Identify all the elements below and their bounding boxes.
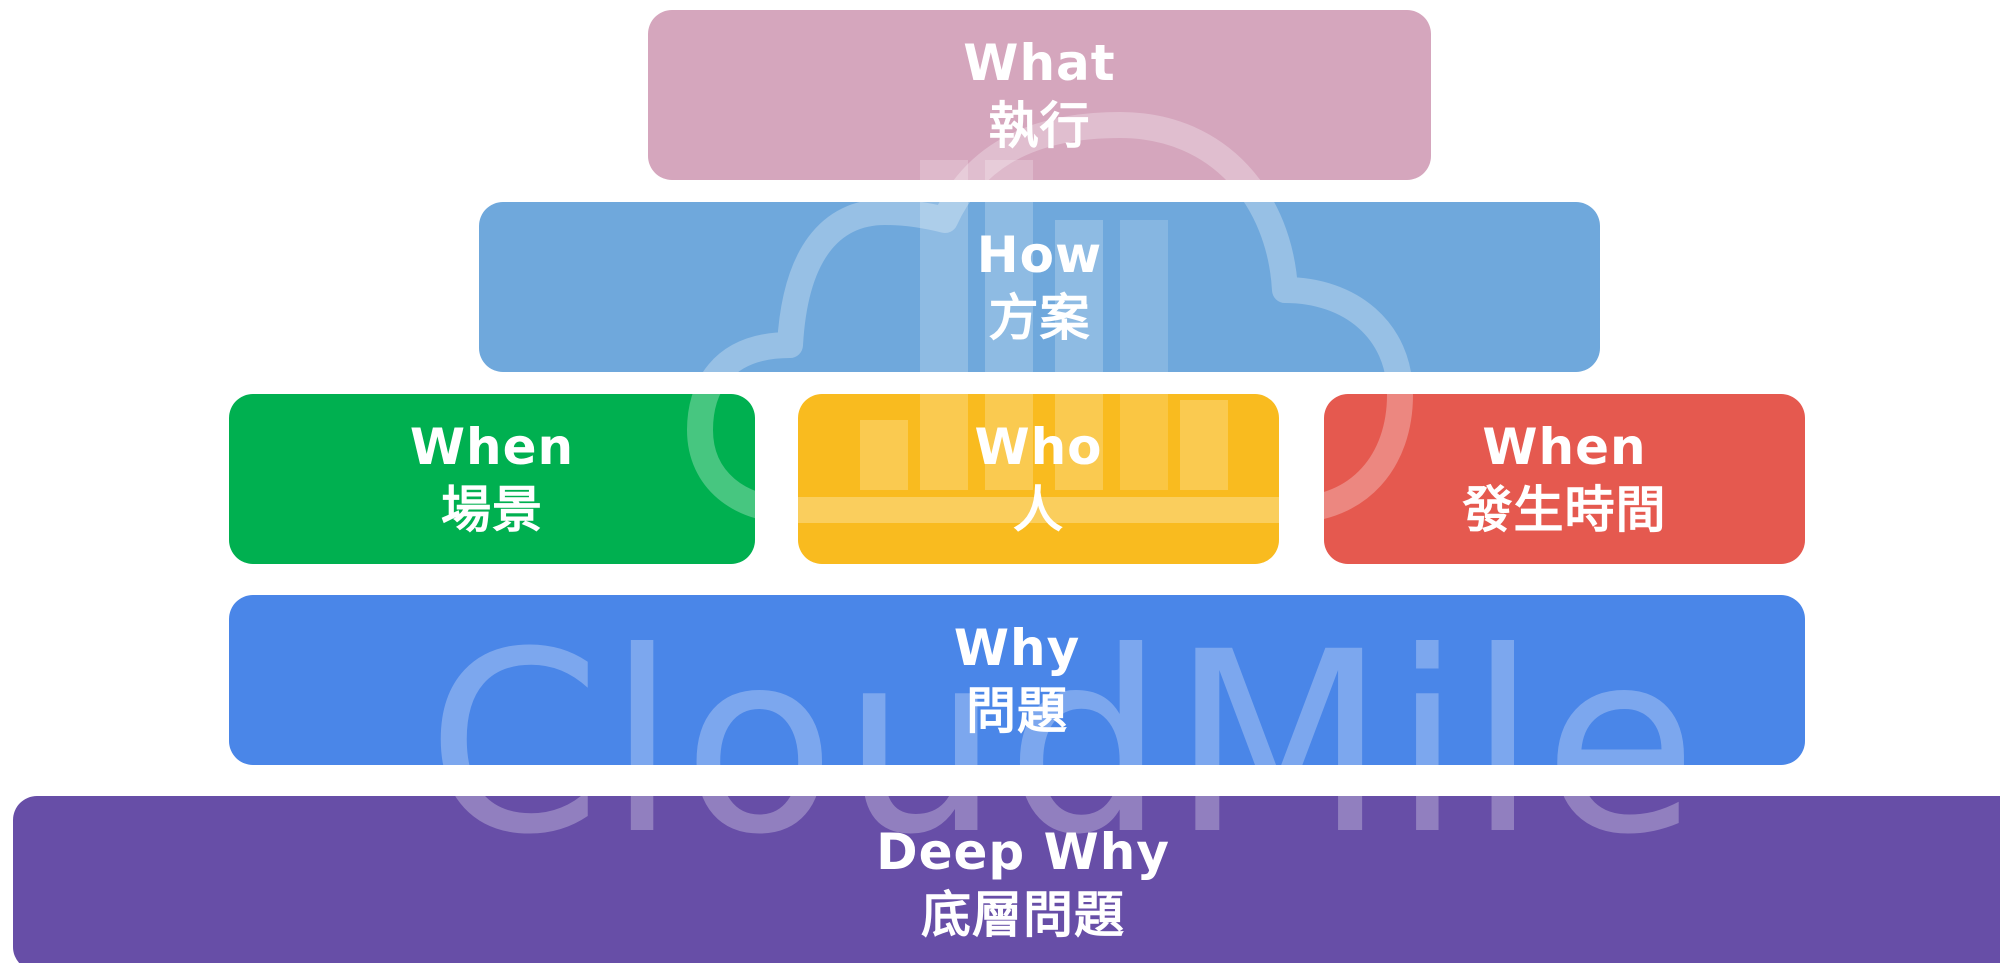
what-block: What 執行 <box>648 10 1431 180</box>
why-block: Why 問題 <box>229 595 1805 765</box>
when-time-title: When <box>1482 418 1647 476</box>
when-scene-subtitle: 場景 <box>441 481 543 539</box>
when-scene-title: When <box>409 418 575 476</box>
deep-why-subtitle: 底層問題 <box>921 885 1125 944</box>
deep-why-block: Deep Why 底層問題 <box>13 796 2000 963</box>
who-subtitle: 人 <box>1013 481 1064 539</box>
when-scene-block: When 場景 <box>229 394 755 564</box>
how-subtitle: 方案 <box>988 289 1091 347</box>
deep-why-title: Deep Why <box>876 822 1170 881</box>
how-block: How 方案 <box>479 202 1600 372</box>
what-title: What <box>963 34 1116 92</box>
who-title: Who <box>974 418 1103 476</box>
why-title: Why <box>953 619 1081 677</box>
why-subtitle: 問題 <box>966 682 1068 740</box>
who-block: Who 人 <box>798 394 1279 564</box>
when-time-block: When 發生時間 <box>1324 394 1805 564</box>
what-subtitle: 執行 <box>988 97 1091 155</box>
how-title: How <box>976 226 1103 284</box>
when-time-subtitle: 發生時間 <box>1462 481 1667 539</box>
